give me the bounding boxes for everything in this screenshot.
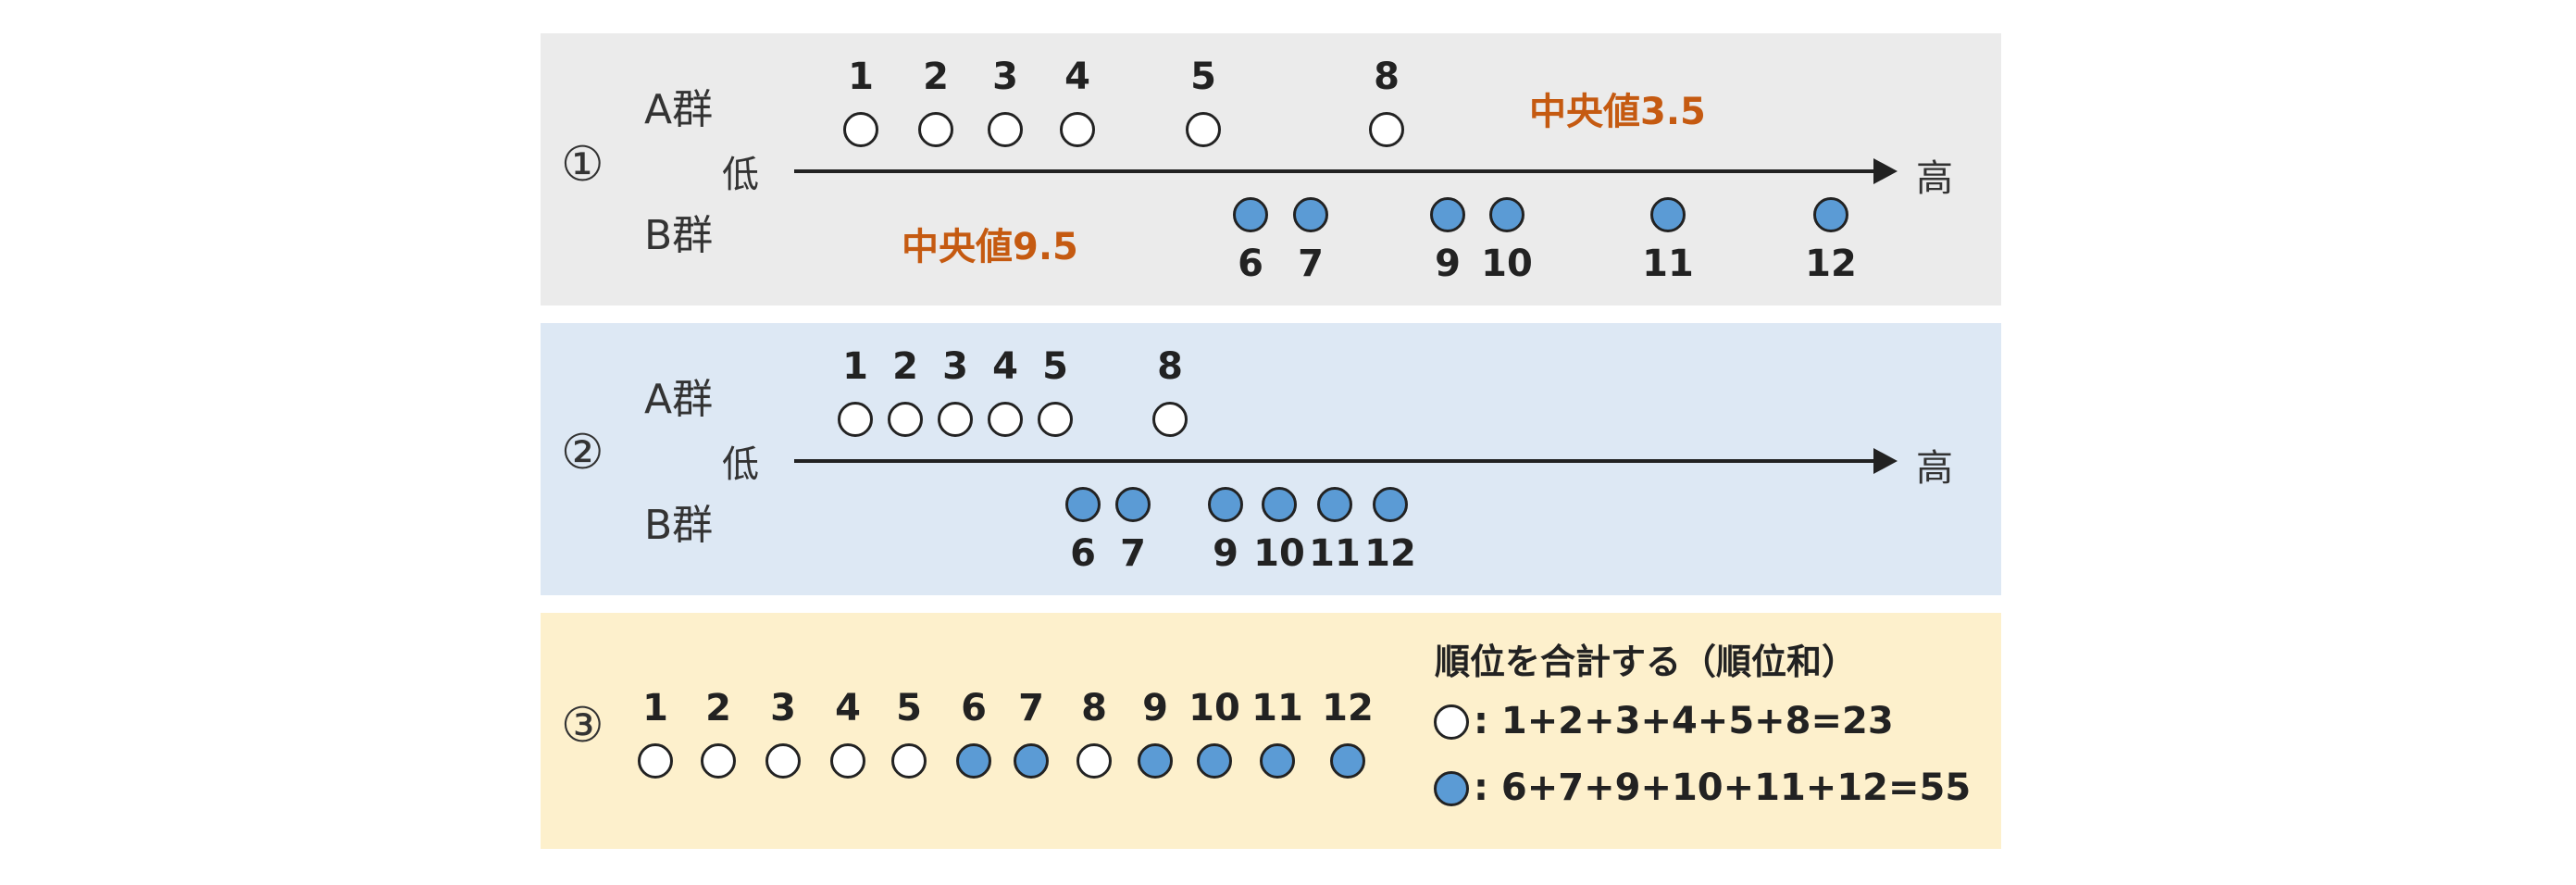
rank-number: 1 xyxy=(848,56,874,98)
rank-sum-a: : 1+2+3+4+5+8=23 xyxy=(1474,700,1894,742)
rank-axis xyxy=(794,459,1875,463)
rank-number: 12 xyxy=(1322,687,1374,729)
rank-number: 7 xyxy=(1018,687,1044,729)
filled-blue-circle-icon xyxy=(1434,771,1469,806)
open-circle-icon xyxy=(701,743,736,779)
rank-number: 4 xyxy=(1064,56,1090,98)
rank-number: 12 xyxy=(1364,532,1416,575)
open-circle-icon xyxy=(988,112,1023,147)
rank-number: 5 xyxy=(896,687,922,729)
rank-number: 4 xyxy=(992,345,1018,388)
arrow-head-icon xyxy=(1873,158,1898,184)
rank-number: 6 xyxy=(961,687,987,729)
filled-blue-circle-icon xyxy=(1293,197,1328,232)
rank-number: 2 xyxy=(892,345,918,388)
open-circle-icon xyxy=(1152,402,1188,437)
open-circle-icon xyxy=(843,112,878,147)
filled-blue-circle-icon xyxy=(1430,197,1465,232)
rank-number: 1 xyxy=(642,687,668,729)
rank-number: 4 xyxy=(835,687,861,729)
filled-blue-circle-icon xyxy=(1813,197,1848,232)
panel-marker: ① xyxy=(561,137,604,193)
open-circle-icon xyxy=(638,743,673,779)
rank-number: 9 xyxy=(1142,687,1168,729)
filled-blue-circle-icon xyxy=(1197,743,1232,779)
filled-blue-circle-icon xyxy=(1650,197,1686,232)
rank-number: 8 xyxy=(1081,687,1107,729)
open-circle-icon xyxy=(1369,112,1404,147)
open-circle-icon xyxy=(891,743,927,779)
rank-number: 10 xyxy=(1188,687,1240,729)
axis-low-label: 低 xyxy=(722,443,759,486)
open-circle-icon xyxy=(1038,402,1073,437)
rank-number: 9 xyxy=(1213,532,1238,575)
arrow-head-icon xyxy=(1873,448,1898,474)
open-circle-icon xyxy=(838,402,873,437)
open-circle-icon xyxy=(918,112,953,147)
filled-blue-circle-icon xyxy=(1208,487,1243,522)
group-a-label: A群 xyxy=(644,86,714,133)
rank-number: 2 xyxy=(923,56,949,98)
open-circle-icon xyxy=(888,402,923,437)
rank-number: 3 xyxy=(992,56,1018,98)
rank-number: 1 xyxy=(842,345,868,388)
rank-number: 6 xyxy=(1070,532,1096,575)
rank-number: 12 xyxy=(1805,243,1857,285)
open-circle-icon xyxy=(1434,704,1469,740)
filled-blue-circle-icon xyxy=(956,743,991,779)
rank-number: 11 xyxy=(1642,243,1694,285)
rank-number: 11 xyxy=(1251,687,1303,729)
filled-blue-circle-icon xyxy=(1262,487,1297,522)
group-b-label: B群 xyxy=(644,502,714,549)
rank-number: 11 xyxy=(1309,532,1361,575)
rank-number: 10 xyxy=(1253,532,1305,575)
rank-axis xyxy=(794,169,1875,173)
open-circle-icon xyxy=(988,402,1023,437)
median-b-label: 中央値9.5 xyxy=(902,226,1078,268)
median-a-label: 中央値3.5 xyxy=(1529,91,1706,133)
rank-number: 9 xyxy=(1435,243,1461,285)
open-circle-icon xyxy=(830,743,865,779)
panel-marker: ② xyxy=(561,425,604,480)
filled-blue-circle-icon xyxy=(1260,743,1295,779)
rank-number: 7 xyxy=(1298,243,1324,285)
filled-blue-circle-icon xyxy=(1489,197,1524,232)
rank-number: 5 xyxy=(1190,56,1216,98)
rank-number: 2 xyxy=(705,687,731,729)
rank-number: 10 xyxy=(1481,243,1533,285)
filled-blue-circle-icon xyxy=(1330,743,1365,779)
open-circle-icon xyxy=(938,402,973,437)
rank-number: 8 xyxy=(1157,345,1183,388)
rank-number: 7 xyxy=(1120,532,1146,575)
rank-number: 6 xyxy=(1238,243,1263,285)
filled-blue-circle-icon xyxy=(1138,743,1173,779)
rank-number: 5 xyxy=(1042,345,1068,388)
rank-number: 3 xyxy=(942,345,968,388)
open-circle-icon xyxy=(1076,743,1112,779)
axis-low-label: 低 xyxy=(722,154,759,196)
axis-high-label: 高 xyxy=(1916,447,1953,490)
rank-number: 8 xyxy=(1374,56,1400,98)
filled-blue-circle-icon xyxy=(1115,487,1151,522)
filled-blue-circle-icon xyxy=(1014,743,1049,779)
panel-marker: ③ xyxy=(561,698,604,754)
axis-high-label: 高 xyxy=(1916,157,1953,200)
open-circle-icon xyxy=(765,743,801,779)
group-a-label: A群 xyxy=(644,376,714,423)
rank-number: 3 xyxy=(770,687,796,729)
filled-blue-circle-icon xyxy=(1233,197,1268,232)
rank-sum-b: : 6+7+9+10+11+12=55 xyxy=(1474,767,1972,809)
open-circle-icon xyxy=(1186,112,1221,147)
filled-blue-circle-icon xyxy=(1317,487,1352,522)
filled-blue-circle-icon xyxy=(1373,487,1408,522)
open-circle-icon xyxy=(1060,112,1095,147)
rank-sum-title: 順位を合計する（順位和） xyxy=(1435,642,1858,682)
filled-blue-circle-icon xyxy=(1065,487,1101,522)
group-b-label: B群 xyxy=(644,212,714,259)
